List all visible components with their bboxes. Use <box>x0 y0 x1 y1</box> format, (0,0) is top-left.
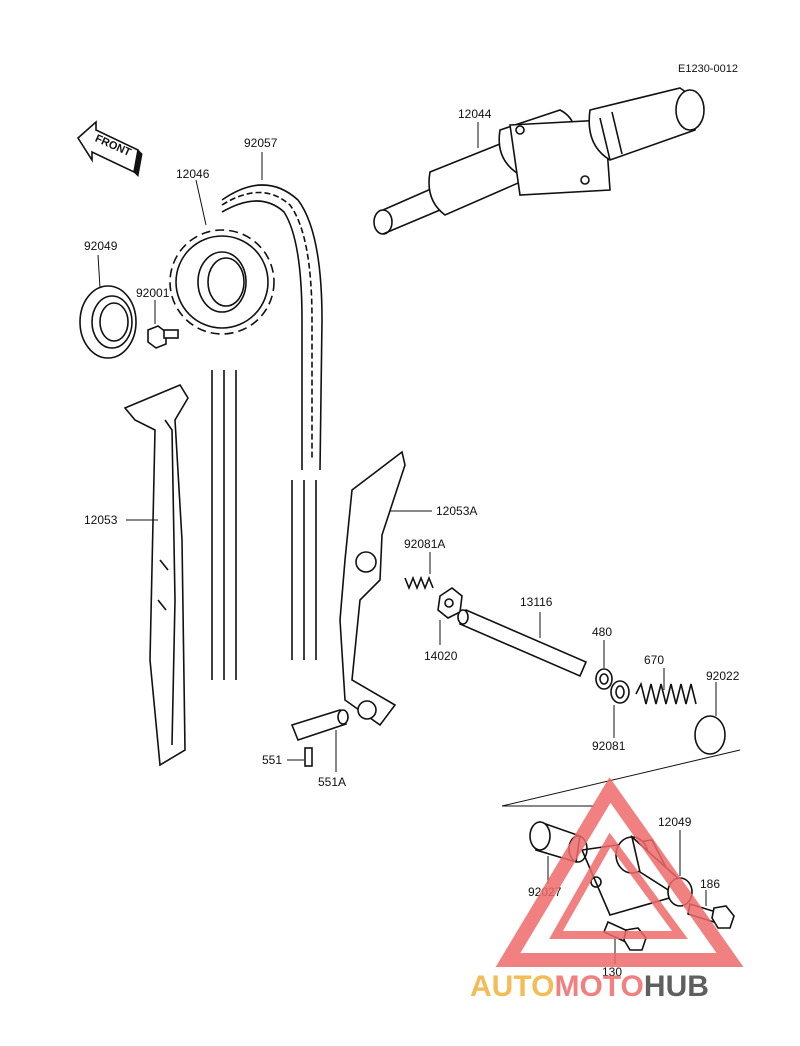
part-label-12053A: 12053A <box>436 504 477 518</box>
pin-551 <box>287 747 313 767</box>
part-label-551: 551 <box>262 753 282 767</box>
part-label-13116: 13116 <box>520 595 553 609</box>
spring-92081A <box>404 552 434 591</box>
part-label-92001: 92001 <box>136 286 170 300</box>
washer-480 <box>595 640 613 690</box>
chain-guide-12053A <box>339 450 432 727</box>
part-label-92081: 670 <box>644 653 664 667</box>
o-ring-670 <box>694 682 726 755</box>
oil-seal <box>79 254 137 359</box>
part-label-92022: 92081 <box>592 739 626 753</box>
sprocket <box>169 179 275 680</box>
part-label-92057: 92057 <box>244 136 278 150</box>
washer-92022 <box>610 680 630 738</box>
part-label-92081A: 92081A <box>404 537 445 551</box>
pin-551A <box>290 709 349 772</box>
part-label-670: 92022 <box>706 669 740 683</box>
watermark-text-hub: HUB <box>644 970 709 1003</box>
part-label-12046: 12046 <box>176 167 210 181</box>
chain-guide-12053 <box>123 383 189 767</box>
timing-chain <box>221 152 323 660</box>
part-label-92049: 92049 <box>84 239 118 253</box>
part-label-130: 130 <box>602 965 622 979</box>
part-label-480: 480 <box>592 625 612 639</box>
watermark-text-moto: MOTO <box>554 970 643 1003</box>
bolt-92001 <box>147 300 179 349</box>
part-label-12049: 12049 <box>658 815 692 829</box>
part-label-14020: 14020 <box>424 649 458 663</box>
diagram-ref-code: E1230-0012 <box>678 63 738 75</box>
part-label-551A: 551A <box>318 775 346 789</box>
part-label-12044: 12044 <box>458 107 492 121</box>
watermark-text-auto: AUTO <box>470 970 554 1003</box>
tensioner-cam <box>437 587 463 645</box>
spring-92081 <box>635 668 697 705</box>
push-rod <box>457 608 588 678</box>
part-label-186: 186 <box>700 877 720 891</box>
part-label-12053: 12053 <box>84 513 118 527</box>
svg-text:AUTOMOTOHUB: AUTOMOTOHUB <box>470 970 709 1003</box>
front-arrow-icon: FRONT <box>76 120 143 178</box>
camshaft <box>373 87 705 235</box>
watermark-logo: AUTOMOTOHUB <box>470 777 744 1003</box>
